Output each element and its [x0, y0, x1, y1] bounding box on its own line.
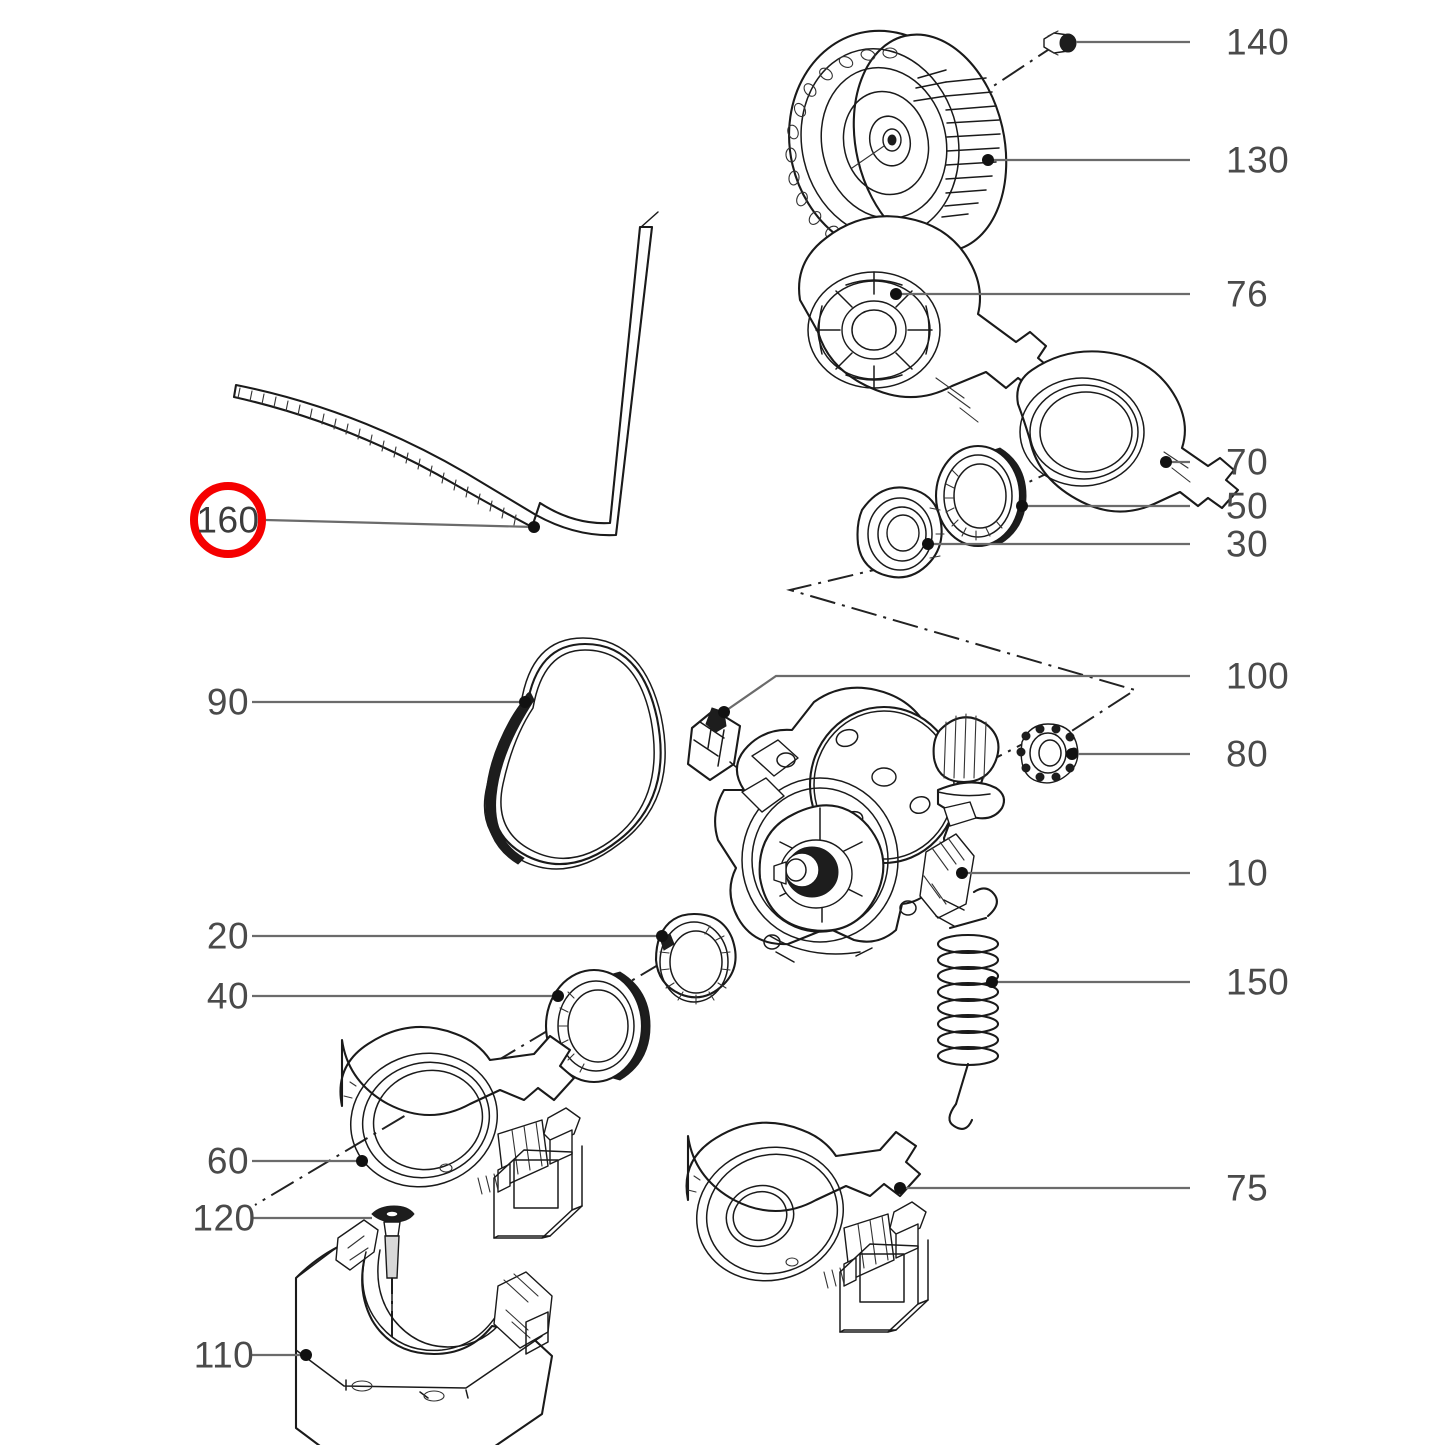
part-70-cover-plate — [1016, 350, 1240, 513]
callout-labels-right: 140 130 76 70 50 30 100 80 10 150 75 — [1226, 22, 1289, 1209]
part-20-retaining-ring — [654, 912, 737, 1005]
leader-dot-110 — [300, 1349, 312, 1361]
part-80-castellated-nut — [1016, 723, 1079, 784]
leader-dot-160 — [528, 521, 540, 533]
part-160-door-seal-strip — [232, 211, 659, 537]
leader-dot-76 — [890, 288, 902, 300]
leader-dot-50 — [1016, 500, 1028, 512]
leader-dot-100 — [718, 706, 730, 718]
callout-label-80[interactable]: 80 — [1226, 734, 1268, 775]
leader-dot-10 — [956, 867, 968, 879]
callout-labels-left: 160 90 20 40 60 120 110 — [192, 500, 259, 1376]
callout-label-60[interactable]: 60 — [207, 1141, 249, 1182]
part-76-bearing-housing — [798, 215, 1054, 423]
callout-label-100[interactable]: 100 — [1226, 656, 1289, 697]
callout-label-70[interactable]: 70 — [1226, 442, 1268, 483]
leader-lines-right — [718, 40, 1190, 1194]
callout-label-90[interactable]: 90 — [207, 682, 249, 723]
part-120-screw — [371, 1205, 415, 1317]
part-10-motor-gearbox-assembly — [714, 686, 1006, 963]
leader-100 — [723, 674, 1190, 713]
leader-dot-75 — [894, 1182, 906, 1194]
part-40-bearing — [544, 968, 651, 1084]
callout-label-50[interactable]: 50 — [1226, 486, 1268, 527]
leader-dot-90 — [519, 696, 531, 708]
part-90-drive-belt — [483, 637, 666, 870]
part-30-shaft-seal — [856, 486, 945, 579]
callout-label-110[interactable]: 110 — [194, 1335, 255, 1376]
callout-label-150[interactable]: 150 — [1226, 962, 1289, 1003]
callout-label-40[interactable]: 40 — [207, 976, 249, 1017]
leader-dot-150 — [986, 976, 998, 988]
leader-dot-30 — [922, 538, 934, 550]
part-150-tension-spring — [936, 887, 1000, 1130]
callout-label-140[interactable]: 140 — [1226, 22, 1289, 63]
leader-lines-left — [252, 518, 668, 1361]
leader-dot-80 — [1066, 748, 1078, 760]
callout-label-130[interactable]: 130 — [1226, 140, 1289, 181]
leader-dot-70 — [1160, 456, 1172, 468]
leader-160 — [265, 518, 535, 529]
leader-dot-20 — [656, 930, 668, 942]
part-75-bracket-with-disc — [685, 1121, 929, 1333]
callout-label-160[interactable]: 160 — [196, 500, 259, 541]
part-60-bearing-bracket — [339, 1025, 583, 1239]
callout-label-75[interactable]: 75 — [1226, 1168, 1268, 1209]
leader-dot-60 — [356, 1155, 368, 1167]
callout-label-76[interactable]: 76 — [1226, 274, 1268, 315]
callout-label-120[interactable]: 120 — [192, 1198, 255, 1239]
highlight-ring-160 — [190, 482, 266, 558]
part-50-ball-bearing — [934, 444, 1027, 548]
callout-label-10[interactable]: 10 — [1226, 853, 1268, 894]
part-140-fan-retaining-bolt — [1043, 30, 1077, 56]
callout-label-20[interactable]: 20 — [207, 916, 249, 957]
callout-label-30[interactable]: 30 — [1226, 524, 1268, 565]
leader-dot-40 — [552, 990, 564, 1002]
leader-dot-130 — [982, 154, 994, 166]
part-110-support-cradle — [294, 1219, 554, 1445]
